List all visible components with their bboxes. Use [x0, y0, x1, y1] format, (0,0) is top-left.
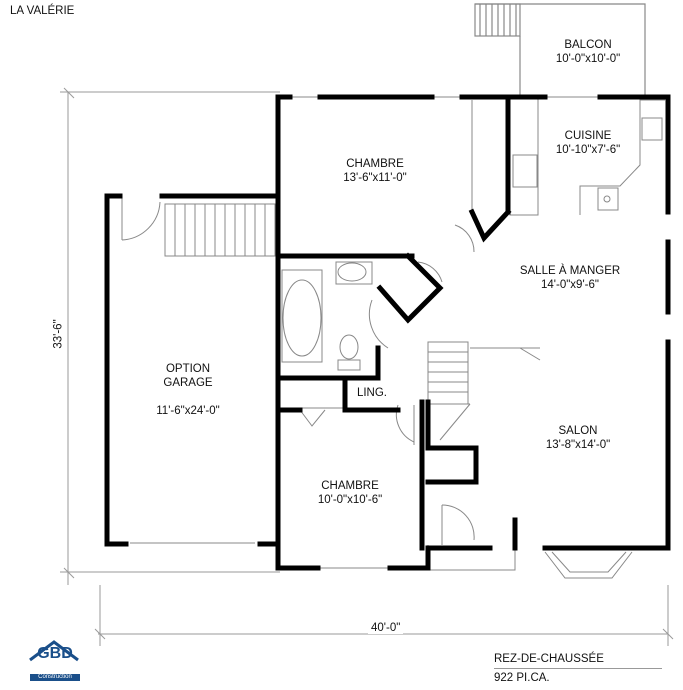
room-name: LING.: [356, 387, 388, 399]
plan-title: LA VALÉRIE: [10, 5, 75, 17]
room-garage: OPTION GARAGE 11'-6"x24'-0": [140, 348, 236, 432]
room-size: 13'-8"x14'-0": [545, 439, 611, 451]
room-size: 10'-0"x10'-0": [555, 53, 621, 65]
room-name: SALLE À MANGER: [519, 265, 621, 277]
balcony: [474, 3, 646, 96]
room-balcon: BALCON 10'-0"x10'-0": [540, 38, 636, 66]
dimension-lines: [60, 87, 674, 646]
room-size: 14'-0"x9'-6": [541, 279, 599, 291]
room-size: 13'-6"x11'-0": [343, 172, 407, 184]
gbd-logo: [29, 640, 80, 681]
room-name: CUISINE: [564, 130, 612, 142]
fixtures: [121, 96, 665, 579]
room-cuisine: CUISINE 10'-10"x7'-6": [540, 129, 636, 157]
walls: [104, 94, 671, 571]
logo-subtext: Construction: [38, 674, 72, 680]
room-name: CHAMBRE: [346, 158, 404, 170]
room-salon: SALON 13'-8"x14'-0": [530, 424, 626, 452]
room-name: BALCON: [564, 39, 612, 51]
room-ling: LING.: [352, 386, 392, 400]
room-name: SALON: [558, 425, 598, 437]
depth-dimension: 33'-6": [52, 319, 65, 349]
room-size: 11'-6"x24'-0": [156, 405, 220, 417]
footer: REZ-DE-CHAUSSÉE 922 PI.CA.: [494, 652, 662, 685]
room-name: CHAMBRE: [321, 480, 379, 492]
room-chambre-2: CHAMBRE 10'-0"x10'-6": [300, 479, 400, 507]
footer-area: 922 PI.CA.: [494, 672, 550, 684]
room-salle-a-manger: SALLE À MANGER 14'-0"x9'-6": [500, 264, 640, 292]
footer-level: REZ-DE-CHAUSSÉE: [494, 652, 662, 669]
room-chambre-1: CHAMBRE 13'-6"x11'-0": [320, 157, 430, 185]
room-size: 10'-0"x10'-6": [317, 494, 383, 506]
room-name: OPTION GARAGE: [163, 363, 213, 389]
room-size: 10'-10"x7'-6": [555, 144, 621, 156]
logo-text: GBD: [37, 645, 73, 662]
width-dimension: 40'-0": [368, 622, 404, 634]
